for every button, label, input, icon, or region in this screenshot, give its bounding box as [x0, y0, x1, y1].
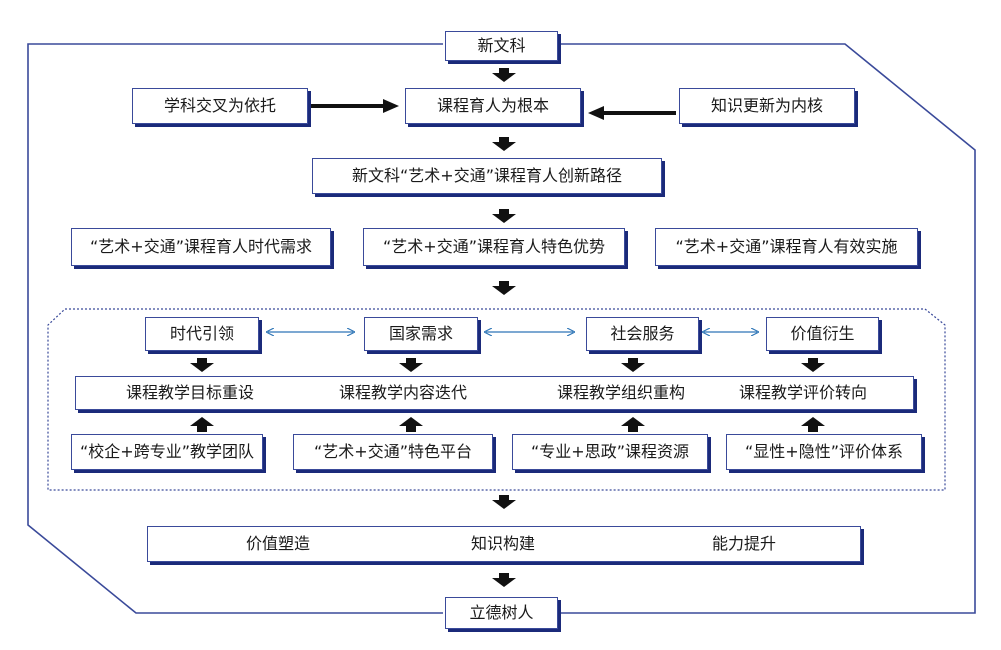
right-support-arrow [588, 106, 676, 120]
up-arrow-3 [621, 417, 645, 432]
node-new-liberal-arts: 新文科 [445, 31, 558, 61]
label-ability-improvement: 能力提升 [712, 534, 777, 553]
label-knowledge-building: 知识构建 [471, 534, 536, 553]
node-discipline-cross: 学科交叉为依托 [132, 88, 308, 124]
node-national-demand: 国家需求 [364, 317, 478, 351]
down-arrow-7 [621, 358, 645, 372]
up-arrow-1 [190, 417, 214, 432]
node-feature-platform: “艺术+交通”特色平台 [293, 434, 493, 470]
down-arrow-2 [492, 137, 516, 151]
node-moral-education: 立德树人 [445, 597, 558, 629]
down-arrow-4 [492, 281, 516, 295]
down-arrow-6 [399, 358, 423, 372]
label-evaluation-shift: 课程教学评价转向 [739, 383, 868, 402]
down-arrow-8 [801, 358, 825, 372]
node-innovation-path: 新文科“艺术+交通”课程育人创新路径 [312, 158, 662, 194]
node-social-service: 社会服务 [586, 317, 699, 351]
node-course-education: 课程育人为根本 [405, 88, 581, 124]
node-evaluation-system: “显性+隐性”评价体系 [726, 434, 922, 470]
left-support-arrow [311, 99, 399, 113]
down-arrow-10 [492, 573, 516, 587]
node-effective-implementation: “艺术+交通”课程育人有效实施 [655, 228, 918, 266]
up-arrow-4 [801, 417, 825, 432]
node-knowledge-update: 知识更新为内核 [679, 88, 855, 124]
node-value-derivative: 价值衍生 [766, 317, 879, 351]
down-arrow-9 [492, 495, 516, 509]
dotted-region [47, 308, 946, 491]
label-value-shaping: 价值塑造 [246, 534, 311, 553]
label-content-iteration: 课程教学内容迭代 [339, 383, 468, 402]
down-arrow-3 [492, 209, 516, 223]
label-goal-reset: 课程教学目标重设 [126, 383, 255, 402]
teaching-reform-bar [75, 376, 914, 410]
outcomes-bar [147, 526, 861, 562]
node-era-demand: “艺术+交通”课程育人时代需求 [71, 228, 331, 266]
down-arrow-5 [190, 358, 214, 372]
node-teaching-team: “校企+跨专业”教学团队 [71, 434, 263, 470]
node-course-resources: “专业+思政”课程资源 [512, 434, 708, 470]
node-era-leading: 时代引领 [145, 317, 259, 351]
outer-frame [27, 43, 976, 614]
node-feature-advantage: “艺术+交通”课程育人特色优势 [363, 228, 625, 266]
down-arrow-1 [492, 68, 516, 82]
up-arrow-2 [399, 417, 423, 432]
label-organization-rebuild: 课程教学组织重构 [557, 383, 686, 402]
